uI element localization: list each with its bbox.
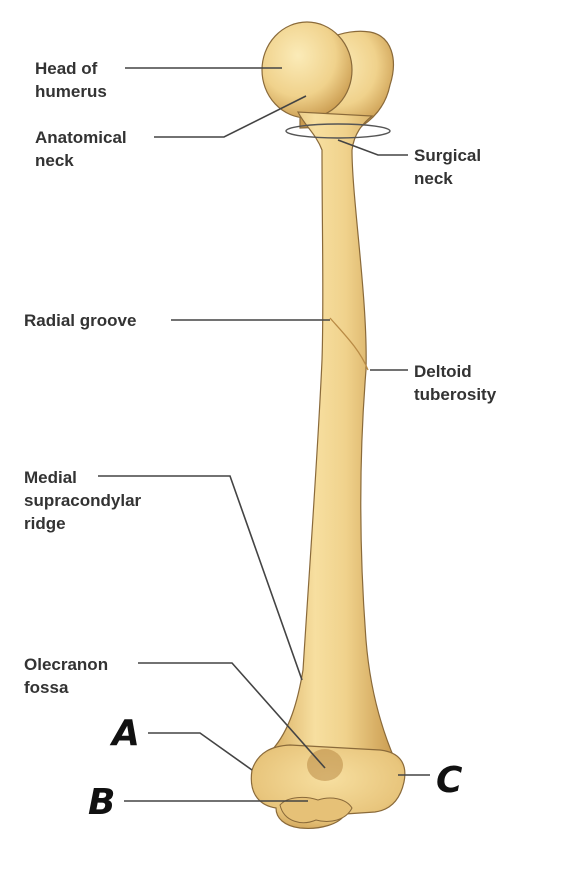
trochlea-shape bbox=[279, 796, 353, 824]
label-olecranon-fossa: Olecranon fossa bbox=[24, 655, 113, 697]
marker-b: B bbox=[88, 782, 115, 823]
leader-surgical-neck bbox=[337, 139, 408, 156]
leader-anatomical-neck bbox=[154, 95, 307, 138]
label-surgical-neck: Surgical neck bbox=[414, 146, 486, 188]
marker-a: A bbox=[109, 713, 140, 754]
marker-c: C bbox=[436, 760, 463, 801]
leader-medial-supracondylar-ridge bbox=[98, 475, 303, 681]
leader-lines bbox=[98, 67, 430, 802]
leader-a bbox=[148, 732, 253, 771]
radial-groove-line bbox=[329, 317, 369, 371]
surgical-neck-ring bbox=[285, 123, 391, 139]
label-anatomical-neck: Anatomical neck bbox=[35, 128, 131, 170]
label-radial-groove: Radial groove bbox=[24, 311, 136, 330]
humerus-bone bbox=[250, 21, 406, 829]
head-of-humerus-shape bbox=[261, 21, 353, 119]
leader-olecranon-fossa bbox=[138, 662, 326, 769]
label-head-of-humerus: Head of humerus bbox=[35, 59, 107, 101]
humerus-shaft bbox=[270, 111, 396, 761]
label-medial-supracondylar-ridge: Medial supracondylar ridge bbox=[24, 468, 146, 533]
label-deltoid-tuberosity: Deltoid tuberosity bbox=[414, 362, 497, 404]
